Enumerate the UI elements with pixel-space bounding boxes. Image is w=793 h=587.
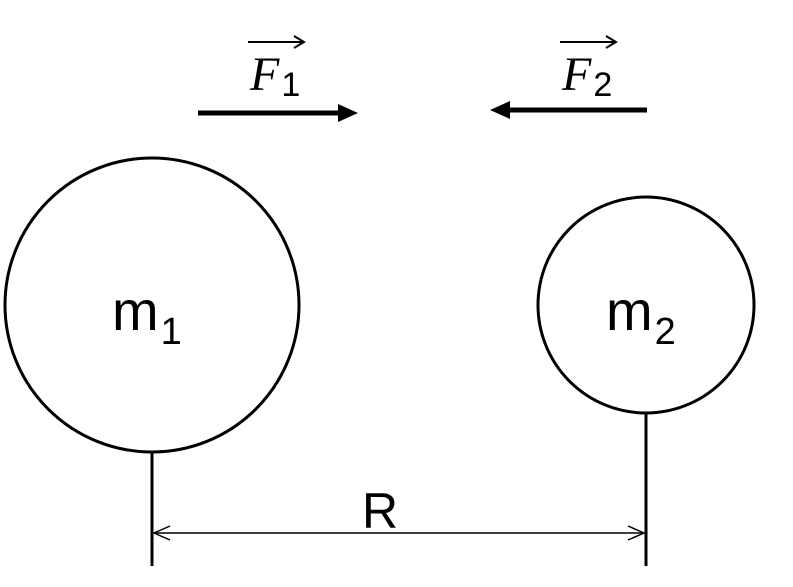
force-1: F1 [198,35,358,122]
force-1-vector-bar-arrowhead [293,35,306,49]
mass-2: m2 [536,195,756,566]
distance-arrowhead-left [152,525,171,541]
force-2-arrowhead [490,101,510,119]
distance-label: R [362,483,398,539]
distance: R [152,483,646,541]
mass-1-label: m1 [112,279,182,353]
force-2: F2 [490,35,647,119]
mass-2-label: m2 [606,279,676,353]
force-1-label: F1 [249,48,300,104]
force-2-label: F2 [561,48,612,104]
mass-1: m1 [3,156,301,566]
distance-arrowhead-right [627,525,646,541]
force-2-vector-bar-arrowhead [605,35,618,49]
force-1-arrowhead [338,104,358,122]
